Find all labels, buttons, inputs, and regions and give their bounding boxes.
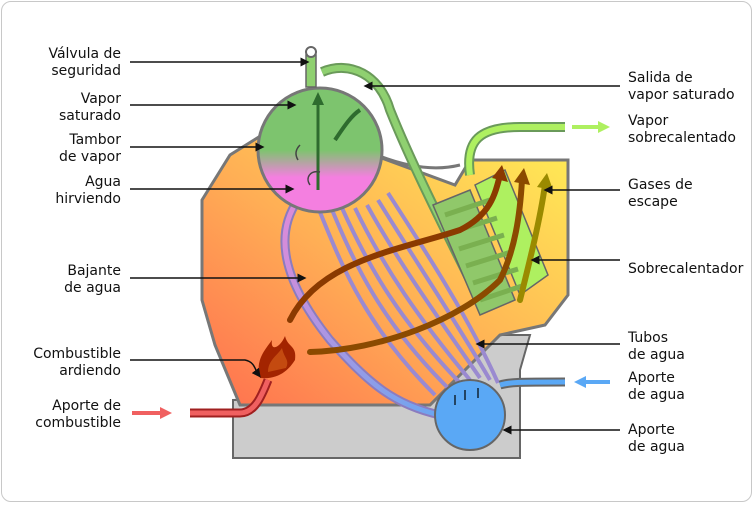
label-line: Tubos (627, 330, 668, 346)
label-line: seguridad (51, 63, 121, 79)
label-line: de agua (628, 439, 685, 455)
label-line: de agua (628, 387, 685, 403)
mud-drum (434, 379, 506, 451)
label-line: Vapor (628, 113, 669, 129)
label-line: Vapor (81, 91, 122, 107)
label-line: combustible (35, 415, 121, 431)
label-line: Válvula de (48, 46, 121, 62)
label-line: de vapor (59, 149, 121, 165)
label-line: Sobrecalentador (628, 261, 744, 277)
label-line: ardiendo (59, 363, 121, 379)
water-tubes (313, 191, 500, 397)
label-line: de agua (64, 280, 121, 296)
flue-gas-arrows (287, 172, 548, 355)
label-line: Salida de (628, 70, 693, 86)
steam-drum (256, 86, 384, 214)
label-line: sobrecalentado (628, 130, 736, 146)
label-line: escape (628, 194, 678, 210)
label-line: de agua (628, 347, 685, 363)
label-line: Tambor (68, 132, 121, 148)
label-line: Aporte (628, 370, 675, 386)
label-line: hirviendo (55, 191, 121, 207)
label-line: Aporte (628, 422, 675, 438)
label-line: saturado (59, 108, 121, 124)
label-line: Gases de (628, 177, 693, 193)
label-line: Aporte de (52, 398, 121, 414)
label-line: Agua (85, 174, 121, 190)
label-sobrecalentador: Sobrecalentador (628, 261, 744, 277)
label-line: Bajante (67, 263, 121, 279)
label-line: Combustible (33, 346, 121, 362)
leader-lines (130, 57, 620, 435)
safety-valve (305, 54, 317, 88)
label-line: vapor saturado (628, 87, 735, 103)
